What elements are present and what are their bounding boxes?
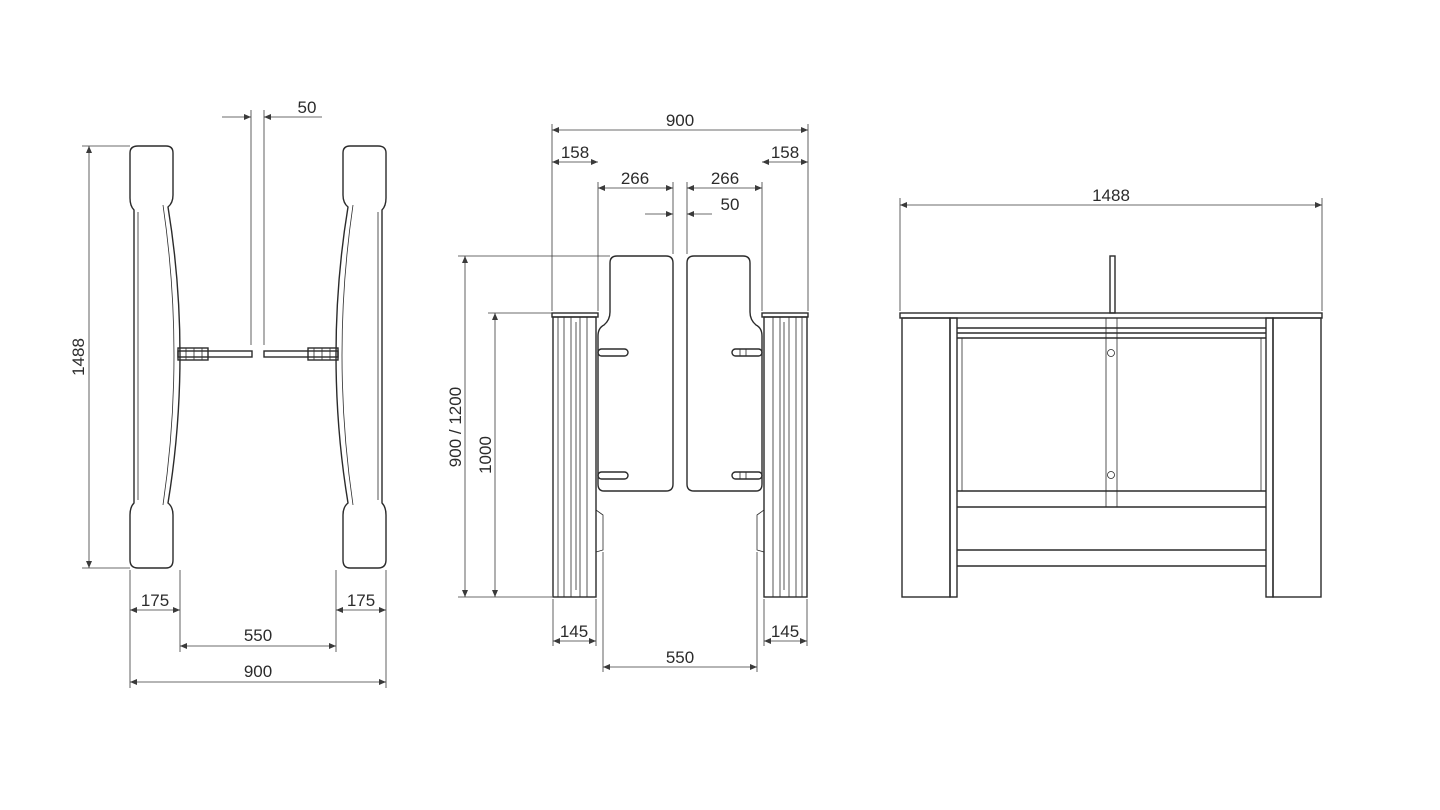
right-cabinet-front <box>756 312 809 598</box>
dim-left-cabinet-front: 158 <box>552 143 598 165</box>
dim-right-base-front: 145 <box>764 622 807 644</box>
upper-frame-side <box>957 327 1266 491</box>
dim-right-wing-front: 266 <box>687 169 762 191</box>
overall-width-label: 900 <box>244 662 272 681</box>
left-leg-side <box>901 317 958 598</box>
left-wing-front <box>597 255 674 492</box>
dim-length-top: 1488 <box>69 145 130 569</box>
right-cabinet-top <box>335 145 387 569</box>
dim-left-body-top: 175 <box>130 591 180 613</box>
right-wing-label: 266 <box>711 169 739 188</box>
gap-label: 50 <box>721 195 740 214</box>
right-body-label: 175 <box>347 591 375 610</box>
right-wing-top <box>263 347 339 361</box>
right-wing-front <box>686 255 763 492</box>
rails-side <box>957 490 1266 567</box>
wing-post-side <box>1105 255 1118 507</box>
dim-passage-front: 550 <box>603 648 757 670</box>
wing-height-label: 900 / 1200 <box>446 387 465 467</box>
right-leg-side <box>1265 317 1322 598</box>
left-wing-top <box>177 347 253 361</box>
dim-right-cabinet-front: 158 <box>762 143 808 165</box>
dim-left-wing-front: 266 <box>598 169 673 191</box>
dim-left-base-front: 145 <box>553 622 596 644</box>
left-cabinet-top <box>129 145 181 569</box>
left-cabinet-label: 158 <box>561 143 589 162</box>
left-cabinet-front <box>551 312 604 598</box>
side-view: 1488 <box>899 186 1323 598</box>
passage-label: 550 <box>666 648 694 667</box>
overall-width-label: 900 <box>666 111 694 130</box>
dim-length-side: 1488 <box>899 186 1323 311</box>
left-body-label: 175 <box>141 591 169 610</box>
dim-passage-top: 550 <box>180 626 336 649</box>
dim-wing-height-front: 900 / 1200 <box>446 256 468 597</box>
right-cabinet-label: 158 <box>771 143 799 162</box>
length-label: 1488 <box>1092 186 1130 205</box>
gap-label: 50 <box>298 98 317 117</box>
length-label: 1488 <box>69 338 88 376</box>
right-base-label: 145 <box>771 622 799 641</box>
front-view: 900 158 158 266 266 50 <box>446 111 809 672</box>
top-plate <box>899 312 1323 319</box>
dim-cabinet-height-front: 1000 <box>476 313 498 597</box>
dim-gap-front: 50 <box>645 195 740 217</box>
dim-right-body-top: 175 <box>336 591 386 613</box>
left-wing-label: 266 <box>621 169 649 188</box>
top-view: 50 1488 175 175 550 9 <box>69 98 387 688</box>
cabinet-height-label: 1000 <box>476 436 495 474</box>
left-base-label: 145 <box>560 622 588 641</box>
dim-gap-top: 50 <box>222 98 322 345</box>
passage-label: 550 <box>244 626 272 645</box>
dim-overall-top: 900 <box>130 662 386 685</box>
dim-overall-front: 900 <box>552 111 808 133</box>
